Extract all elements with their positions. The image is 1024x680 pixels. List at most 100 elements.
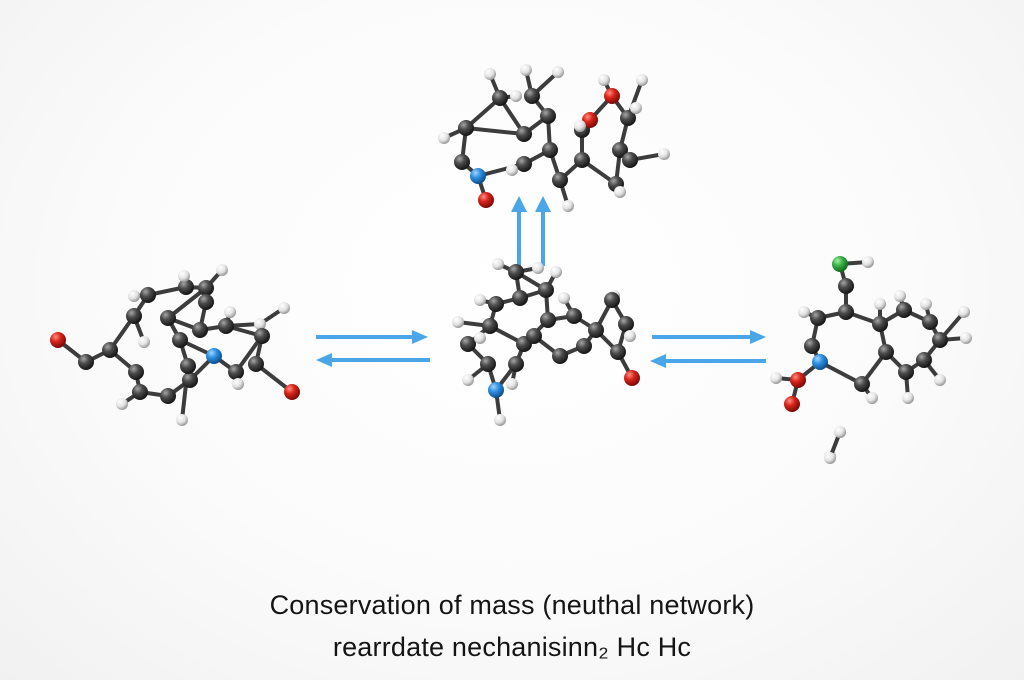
hydrogen-atom xyxy=(552,66,564,78)
nitrogen-atom xyxy=(488,382,504,398)
hydrogen-atom xyxy=(636,74,648,86)
oxygen-atom xyxy=(790,372,806,388)
molecule-top xyxy=(438,64,670,212)
carbon-atom xyxy=(516,126,532,142)
carbon-atom xyxy=(492,90,508,106)
hydrogen-atom xyxy=(960,332,972,344)
nitrogen-atom xyxy=(812,354,828,370)
hydrogen-atom xyxy=(128,290,140,302)
oxygen-atom xyxy=(284,384,300,400)
carbon-atom xyxy=(618,316,634,332)
carbon-atom xyxy=(126,308,142,324)
hydrogen-atom xyxy=(550,266,562,278)
molecules xyxy=(50,64,972,464)
carbon-atom xyxy=(248,356,264,372)
carbon-atom xyxy=(228,364,244,380)
molecule-right xyxy=(770,256,972,462)
hydrogen-atom xyxy=(630,102,642,114)
carbon-atom xyxy=(172,332,188,348)
hydrogen-atom xyxy=(484,68,496,80)
carbon-atom xyxy=(576,338,592,354)
equilibrium-arrow-right xyxy=(650,330,766,368)
nitrogen-atom xyxy=(470,168,486,184)
hydrogen-atom xyxy=(452,316,464,328)
oxygen-atom xyxy=(478,192,494,208)
carbon-atom xyxy=(552,348,568,364)
carbon-atom xyxy=(552,172,568,188)
oxygen-atom xyxy=(784,396,800,412)
hydrogen-atom xyxy=(506,164,518,176)
hydrogen-atom xyxy=(920,298,932,310)
hydrogen-atom xyxy=(574,120,586,132)
hydrogen-atom xyxy=(798,306,810,318)
hydrogen-atom xyxy=(232,378,244,390)
hydrogen-atom xyxy=(178,270,190,282)
carbon-atom xyxy=(524,88,540,104)
carbon-atom xyxy=(542,142,558,158)
carbon-atom xyxy=(804,338,820,354)
hydrogen-atom xyxy=(614,186,626,198)
hydrogen-atom xyxy=(770,372,782,384)
upward-double-arrow xyxy=(511,196,551,266)
carbon-atom xyxy=(102,342,118,358)
carbon-atom xyxy=(160,388,176,404)
reaction-arrows xyxy=(316,196,766,368)
carbon-atom xyxy=(538,282,554,298)
hydrogen-atom xyxy=(506,378,518,390)
carbon-atom xyxy=(218,318,234,334)
carbon-atom xyxy=(872,316,888,332)
carbon-atom xyxy=(588,322,604,338)
hydrogen-atom xyxy=(116,398,128,410)
molecule-left xyxy=(50,264,300,426)
carbon-atom xyxy=(922,314,938,330)
carbon-atom xyxy=(480,356,496,372)
hydrogen-atom xyxy=(492,258,504,270)
carbon-atom xyxy=(482,318,498,334)
hydrogen-atom xyxy=(138,336,150,348)
hydrogen-atom xyxy=(934,374,946,386)
hydrogen-atom xyxy=(894,290,906,302)
hydrogen-atom xyxy=(216,264,228,276)
carbon-atom xyxy=(622,152,638,168)
caption-line-1: Conservation of mass (neuthal network) xyxy=(269,590,755,620)
hydrogen-atom xyxy=(874,298,886,310)
hydrogen-atom xyxy=(658,148,670,160)
molecule-center xyxy=(452,258,640,426)
carbon-atom xyxy=(838,304,854,320)
nitrogen-atom xyxy=(206,348,222,364)
caption-line-2: rearrdate nechanisinn₂ Hᴄ Hᴄ xyxy=(332,632,692,662)
carbon-atom xyxy=(132,384,148,400)
carbon-atom xyxy=(254,328,270,344)
hydrogen-atom xyxy=(510,90,522,102)
carbon-atom xyxy=(916,352,932,368)
carbon-atom xyxy=(810,310,826,326)
carbon-atom xyxy=(488,296,504,312)
hydrogen-atom xyxy=(598,74,610,86)
carbon-atom xyxy=(140,287,156,303)
carbon-atom xyxy=(540,312,556,328)
carbon-atom xyxy=(198,294,214,310)
hydrogen-atom xyxy=(558,292,570,304)
hydrogen-atom xyxy=(278,302,290,314)
equilibrium-arrow-left xyxy=(316,330,430,367)
carbon-atom xyxy=(192,322,208,338)
carbon-atom xyxy=(508,356,524,372)
oxygen-atom xyxy=(582,112,598,128)
oxygen-atom xyxy=(604,88,620,104)
chlorine-atom xyxy=(832,256,848,272)
carbon-atom xyxy=(160,310,176,326)
hydrogen-atom xyxy=(624,330,636,342)
bond xyxy=(166,286,208,320)
hydrogen-atom xyxy=(438,132,450,144)
carbon-atom xyxy=(454,154,470,170)
carbon-atom xyxy=(512,290,528,306)
carbon-atom xyxy=(78,354,94,370)
hydrogen-atom xyxy=(176,414,188,426)
hydrogen-atom xyxy=(834,426,846,438)
hydrogen-atom xyxy=(862,256,874,268)
carbon-atom xyxy=(526,328,542,344)
carbon-atom xyxy=(458,120,474,136)
carbon-atom xyxy=(460,336,476,352)
hydrogen-atom xyxy=(562,200,574,212)
